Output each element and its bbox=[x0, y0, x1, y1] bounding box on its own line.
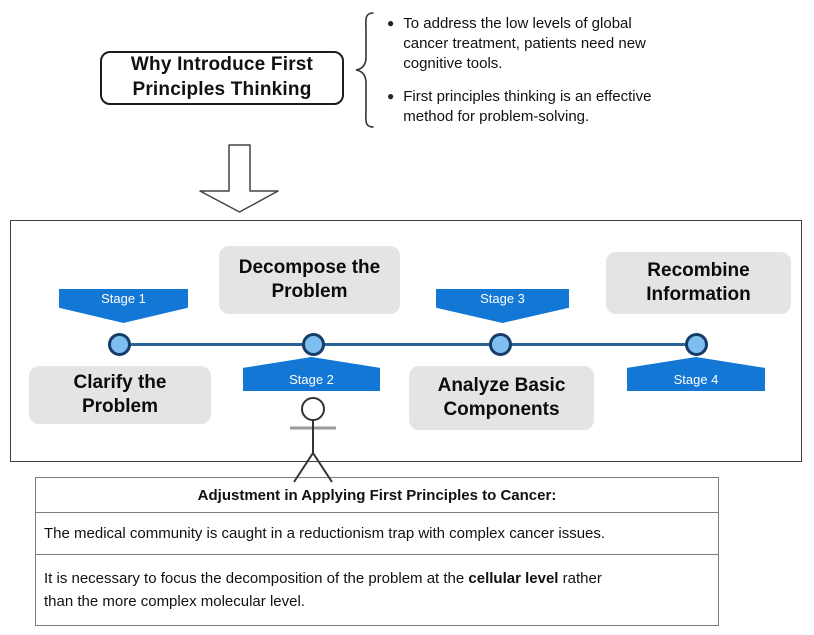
stage-1-label: Stage 1 bbox=[101, 291, 146, 306]
table-title-row: Adjustment in Applying First Principles … bbox=[36, 478, 718, 513]
bullet-text-2: First principles thinking is an effectiv… bbox=[403, 88, 652, 126]
stage-4-label: Stage 4 bbox=[673, 372, 719, 387]
bullet-list: ● To address the low levels of global ca… bbox=[387, 14, 707, 141]
bullet-item-1: ● To address the low levels of global ca… bbox=[387, 14, 707, 73]
bullet-dot-icon: ● bbox=[387, 89, 395, 104]
timeline-node-1 bbox=[108, 333, 131, 356]
bullet-dot-icon: ● bbox=[387, 16, 395, 30]
stage-1-caption: Clarify the Problem bbox=[73, 371, 167, 417]
table-row-2-text: It is necessary to focus the decompositi… bbox=[44, 569, 602, 610]
stage-4-caption-box: Recombine Information bbox=[606, 252, 791, 314]
bullet-item-2: ● First principles thinking is an effect… bbox=[387, 87, 707, 127]
timeline-line bbox=[119, 343, 696, 346]
curly-brace-icon bbox=[355, 12, 374, 128]
table-row-2-bold: cellular level bbox=[468, 569, 559, 587]
person-icon bbox=[290, 397, 336, 483]
table-row-1-text: The medical community is caught in a red… bbox=[44, 525, 606, 542]
table-row-1: The medical community is caught in a red… bbox=[36, 513, 718, 555]
table-title: Adjustment in Applying First Principles … bbox=[197, 486, 557, 504]
stage-2-caption: Decompose the Problem bbox=[238, 256, 381, 302]
stage-3-caption: Analyze Basic Components bbox=[437, 374, 566, 420]
adjustment-table: Adjustment in Applying First Principles … bbox=[35, 477, 719, 626]
stage-2-label: Stage 2 bbox=[289, 372, 334, 387]
timeline-node-2 bbox=[302, 333, 325, 356]
title-text: Why Introduce First Principles Thinking bbox=[130, 54, 314, 100]
timeline-node-3 bbox=[489, 333, 512, 356]
stage-4-caption: Recombine Information bbox=[646, 259, 751, 305]
table-row-2: It is necessary to focus the decompositi… bbox=[36, 555, 718, 625]
title-box: Why Introduce First Principles Thinking bbox=[100, 51, 344, 105]
stage-3-caption-box: Analyze Basic Components bbox=[409, 366, 594, 430]
stage-1-caption-box: Clarify the Problem bbox=[29, 366, 211, 424]
stage-3-label: Stage 3 bbox=[480, 291, 525, 306]
down-arrow-icon bbox=[199, 144, 279, 213]
stage-2-caption-box: Decompose the Problem bbox=[219, 246, 400, 314]
bullet-text-1: To address the low levels of global canc… bbox=[403, 15, 646, 72]
timeline-node-4 bbox=[685, 333, 708, 356]
